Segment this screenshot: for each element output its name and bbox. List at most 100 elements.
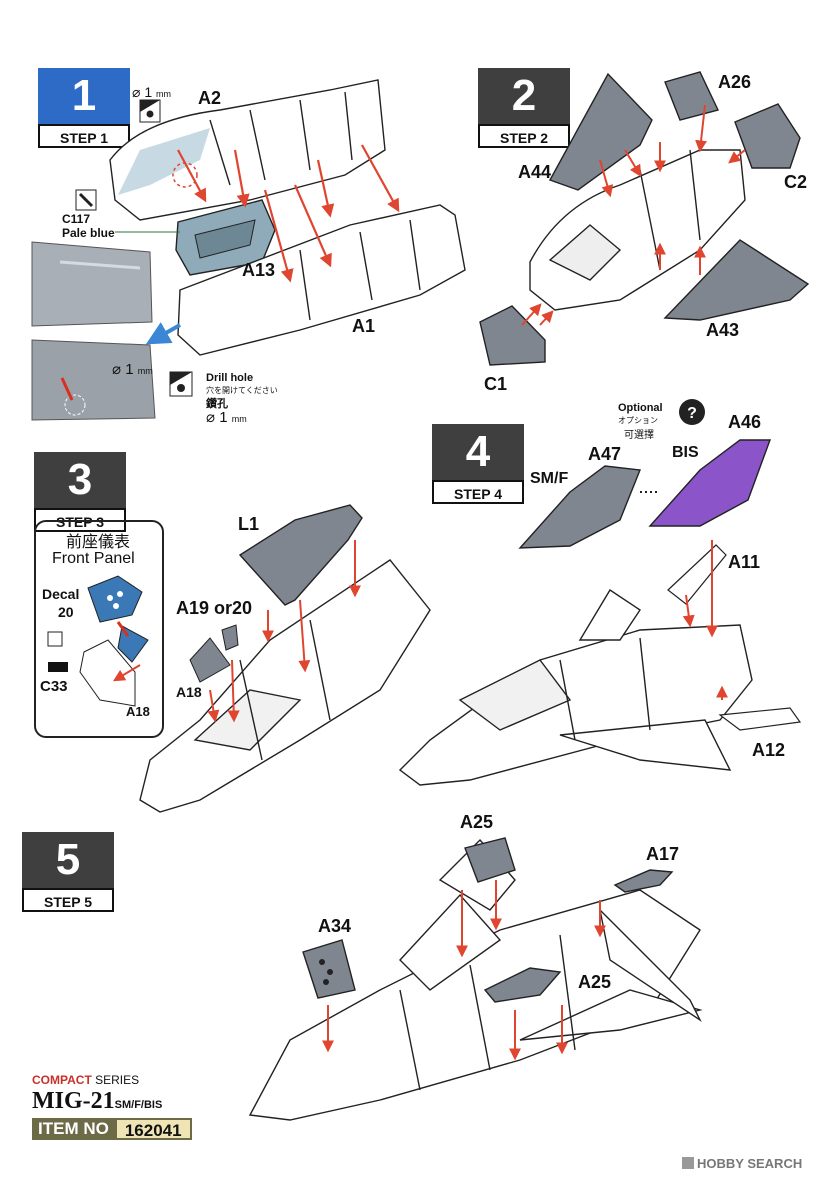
step4-tail-a46 xyxy=(648,439,772,527)
step2-fuselage xyxy=(529,149,746,311)
drill-hole-en: Drill hole xyxy=(206,372,254,384)
step-1-number: 1 xyxy=(38,68,130,124)
label-c33: C33 xyxy=(40,678,68,695)
drill-hole-cn: 鑽孔 xyxy=(206,398,228,410)
step-1-badge: 1 STEP 1 xyxy=(38,68,130,148)
step4-help-icon: ? xyxy=(679,399,705,425)
drill-hole-jp: 穴を開けてください xyxy=(206,386,278,395)
step1-paint-icon xyxy=(75,189,97,211)
label-a34: A34 xyxy=(318,916,352,936)
label-l1: L1 xyxy=(238,514,260,534)
label-c1: C1 xyxy=(484,374,508,394)
drill-hole-size: ⌀ 1 mm xyxy=(206,408,247,426)
step-5-badge: 5 STEP 5 xyxy=(22,832,114,912)
step-2-number: 2 xyxy=(478,68,570,124)
step2-arrows xyxy=(521,104,746,326)
model-name: MIG-21SM/F/BIS xyxy=(32,1088,162,1115)
step5-part-a25-top xyxy=(464,837,516,883)
step2-wing-a43 xyxy=(663,239,810,321)
label-a25-bottom: A25 xyxy=(578,972,612,992)
step5-part-a25-bottom xyxy=(483,967,562,1003)
step1-blue-direction-arrow xyxy=(145,322,181,345)
step4-fuselage xyxy=(398,589,753,786)
step-4-label: STEP 4 xyxy=(432,480,524,504)
step3-parts-a19-a20 xyxy=(189,624,239,683)
step5-arrows xyxy=(322,880,606,1061)
label-a12: A12 xyxy=(752,740,786,760)
watermark: HOBBY SEARCH xyxy=(682,1156,802,1171)
step5-fuselage xyxy=(248,838,703,1121)
label-a13: A13 xyxy=(242,260,276,280)
step1-drill-bottom-size: ⌀ 1 mm xyxy=(112,360,153,378)
label-a26: A26 xyxy=(718,72,752,92)
watermark-text: HOBBY SEARCH xyxy=(697,1156,803,1171)
step5-part-a34 xyxy=(302,939,356,999)
paint-name: Pale blue xyxy=(62,226,115,240)
variant-smf: SM/F xyxy=(530,470,569,487)
step4-tail-a47 xyxy=(518,465,641,549)
series-line: COMPACT SERIES xyxy=(32,1073,139,1087)
model-main: MIG-21 xyxy=(32,1088,115,1114)
svg-text:?: ? xyxy=(687,405,697,422)
step-1-label: STEP 1 xyxy=(38,124,130,148)
step3-fuselage xyxy=(139,559,431,813)
step1-drill-top-value: ⌀ 1 xyxy=(132,84,153,100)
label-a25-top: A25 xyxy=(460,812,494,832)
step1-drill-bottom-value: ⌀ 1 xyxy=(112,361,134,378)
drill-hole-size-unit: mm xyxy=(231,414,247,424)
series-word: SERIES xyxy=(95,1073,140,1087)
step1-drill-top-size: ⌀ 1 mm xyxy=(132,84,171,101)
step3-panel-decal-art xyxy=(47,575,149,707)
label-a46: A46 xyxy=(728,412,762,432)
label-c2: C2 xyxy=(784,172,808,192)
decal-number: 20 xyxy=(58,604,74,620)
step-5-number: 5 xyxy=(22,832,114,888)
step2-part-c2 xyxy=(734,103,801,169)
label-a17: A17 xyxy=(646,844,680,864)
step5-part-a17 xyxy=(613,869,674,893)
variant-bis: BIS xyxy=(672,444,699,461)
item-number-row: ITEM NO 162041 xyxy=(32,1118,192,1140)
step1-arrows xyxy=(177,144,400,283)
step-3-number: 3 xyxy=(34,452,126,508)
label-a18: A18 xyxy=(176,684,202,700)
optional-jp: オプション xyxy=(618,416,658,425)
step-4-badge: 4 STEP 4 xyxy=(432,424,524,504)
step-4-number: 4 xyxy=(432,424,524,480)
label-a1: A1 xyxy=(352,316,376,336)
step-5-label: STEP 5 xyxy=(22,888,114,912)
step3-canopy-l1 xyxy=(238,504,363,606)
step2-panel-a26 xyxy=(664,71,719,121)
item-no-label: ITEM NO xyxy=(32,1118,115,1140)
step-2-label: STEP 2 xyxy=(478,124,570,148)
series-compact: COMPACT xyxy=(32,1073,92,1087)
step1-inset-nose-photo xyxy=(31,241,153,327)
label-a2: A2 xyxy=(198,88,222,108)
step3-arrows xyxy=(207,540,361,723)
decal-label: Decal xyxy=(42,586,80,602)
label-a47: A47 xyxy=(588,444,622,464)
front-panel-detail-box xyxy=(34,520,164,738)
label-a43: A43 xyxy=(706,320,740,340)
step1-inset-drill-photo xyxy=(31,339,156,421)
step4-arrows xyxy=(682,540,728,700)
step4-part-a11 xyxy=(667,544,727,605)
step1-cockpit-tub xyxy=(175,199,276,276)
step1-drill-bottom-unit: mm xyxy=(137,366,153,376)
label-a11: A11 xyxy=(728,552,761,572)
step1-lower-fuselage xyxy=(177,204,466,356)
drill-hole-size-value: ⌀ 1 xyxy=(206,409,228,426)
optional-en: Optional xyxy=(618,402,663,414)
label-a19-or-20: A19 or20 xyxy=(176,598,253,618)
step1-drill-icon-top xyxy=(139,99,161,123)
model-suffix: SM/F/BIS xyxy=(114,1099,163,1111)
front-panel-jp: 前座儀表 xyxy=(66,534,131,551)
step1-drill-icon-bottom xyxy=(169,371,193,397)
item-no-value: 162041 xyxy=(114,1118,192,1140)
step4-part-a12 xyxy=(718,707,802,731)
step2-part-c1 xyxy=(479,305,546,366)
optional-cn: 可選擇 xyxy=(624,430,654,441)
label-a18-box: A18 xyxy=(126,704,150,719)
step2-wing-a44 xyxy=(548,72,653,191)
